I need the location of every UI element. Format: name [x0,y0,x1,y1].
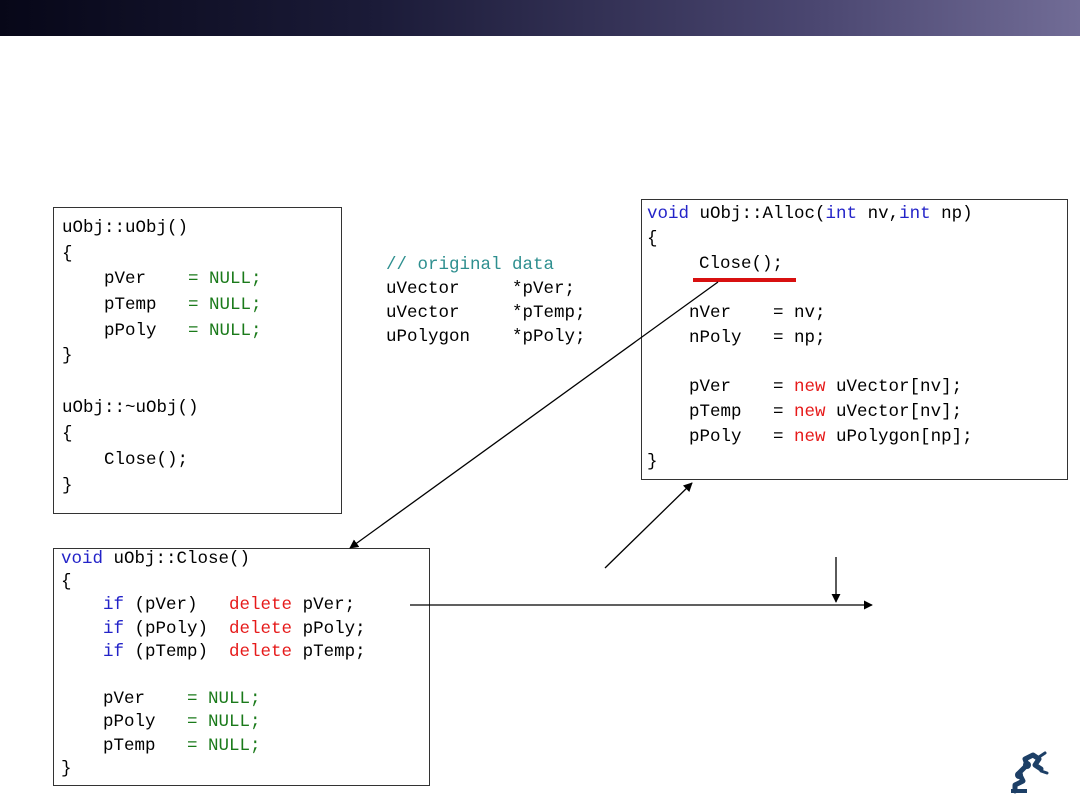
close-code-box: void uObj::Close() { if (pVer) delete pV… [53,548,430,786]
code-line: pPoly = NULL; [62,321,262,341]
code-line: pTemp = NULL; [61,736,261,756]
code-line: } [62,476,73,496]
alloc-code-box: void uObj::Alloc(int nv,int np) { Close(… [641,199,1068,480]
constructor-code-box: uObj::uObj() { pVer = NULL; pTemp = NULL… [53,207,342,514]
code-line: if (pVer) delete pVer; [61,595,356,615]
robot-arm-logo-icon [1011,751,1049,794]
data-declaration: uVector *pTemp; [386,303,586,323]
code-line: pVer = NULL; [61,689,261,709]
code-line: void uObj::Alloc(int nv,int np) [647,204,973,224]
close-call-line: Close(); [699,254,784,274]
code-line: nPoly = np; [647,328,826,348]
code-line: uObj::~uObj() [62,398,199,418]
code-line: if (pTemp) delete pTemp; [61,642,366,662]
code-line: pTemp = NULL; [62,295,262,315]
code-line: } [62,346,73,366]
code-line: { [647,229,658,249]
code-line: } [61,759,72,779]
arrow-to-alloc-box [604,482,693,569]
code-line: uObj::uObj() [62,218,189,238]
code-line: pTemp = new uVector[nv]; [647,402,963,422]
code-line: Close(); [62,450,189,470]
code-line: pPoly = new uPolygon[np]; [647,427,973,447]
code-line: pPoly = NULL; [61,712,261,732]
title-bar [0,0,1080,36]
code-line: void uObj::Close() [61,549,251,569]
code-line: pVer = new uVector[nv]; [647,377,963,397]
code-line: } [647,452,658,472]
data-declaration: uVector *pVer; [386,279,576,299]
data-comment: // original data [386,255,555,275]
code-line: { [61,572,72,592]
code-line: pVer = NULL; [62,269,262,289]
arrow-close-to-closefn [349,281,719,549]
code-line: { [62,244,73,264]
data-declaration: uPolygon *pPoly; [386,327,586,347]
close-call-underline [693,278,796,282]
code-line: nVer = nv; [647,303,826,323]
code-line: { [62,424,73,444]
code-line: if (pPoly) delete pPoly; [61,619,366,639]
